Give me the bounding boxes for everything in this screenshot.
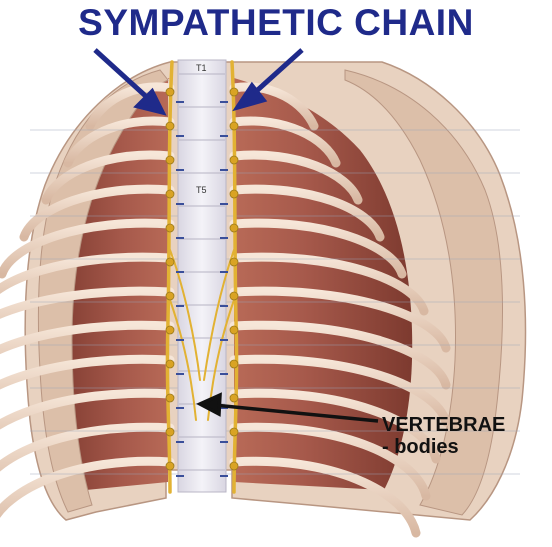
ganglion-left <box>166 88 174 96</box>
ganglion-left <box>166 122 174 130</box>
ganglion-right <box>230 394 238 402</box>
vertebra-label-t5: T5 <box>196 185 207 195</box>
callout-line-2: - bodies <box>382 436 505 458</box>
page-title: SYMPATHETIC CHAIN <box>0 2 552 44</box>
ganglion-right <box>230 326 238 334</box>
ganglion-right <box>230 360 238 368</box>
ganglion-left <box>166 462 174 470</box>
ganglion-right <box>230 156 238 164</box>
ganglion-left <box>166 190 174 198</box>
vertebral-column <box>178 60 226 492</box>
ganglion-left <box>166 428 174 436</box>
ganglion-left <box>166 258 174 266</box>
ganglion-right <box>230 224 238 232</box>
ganglion-left <box>166 360 174 368</box>
ganglion-right <box>230 88 238 96</box>
vertebrae-callout: VERTEBRAE - bodies <box>382 414 505 458</box>
ganglion-left <box>166 394 174 402</box>
ganglion-right <box>230 258 238 266</box>
ganglion-right <box>230 190 238 198</box>
ganglion-right <box>230 122 238 130</box>
ganglion-left <box>166 292 174 300</box>
ganglion-left <box>166 224 174 232</box>
ganglion-right <box>230 428 238 436</box>
ganglion-right <box>230 292 238 300</box>
ganglion-left <box>166 156 174 164</box>
ganglion-right <box>230 462 238 470</box>
ganglion-left <box>166 326 174 334</box>
callout-line-1: VERTEBRAE <box>382 414 505 436</box>
vertebra-label-t1: T1 <box>196 63 207 73</box>
